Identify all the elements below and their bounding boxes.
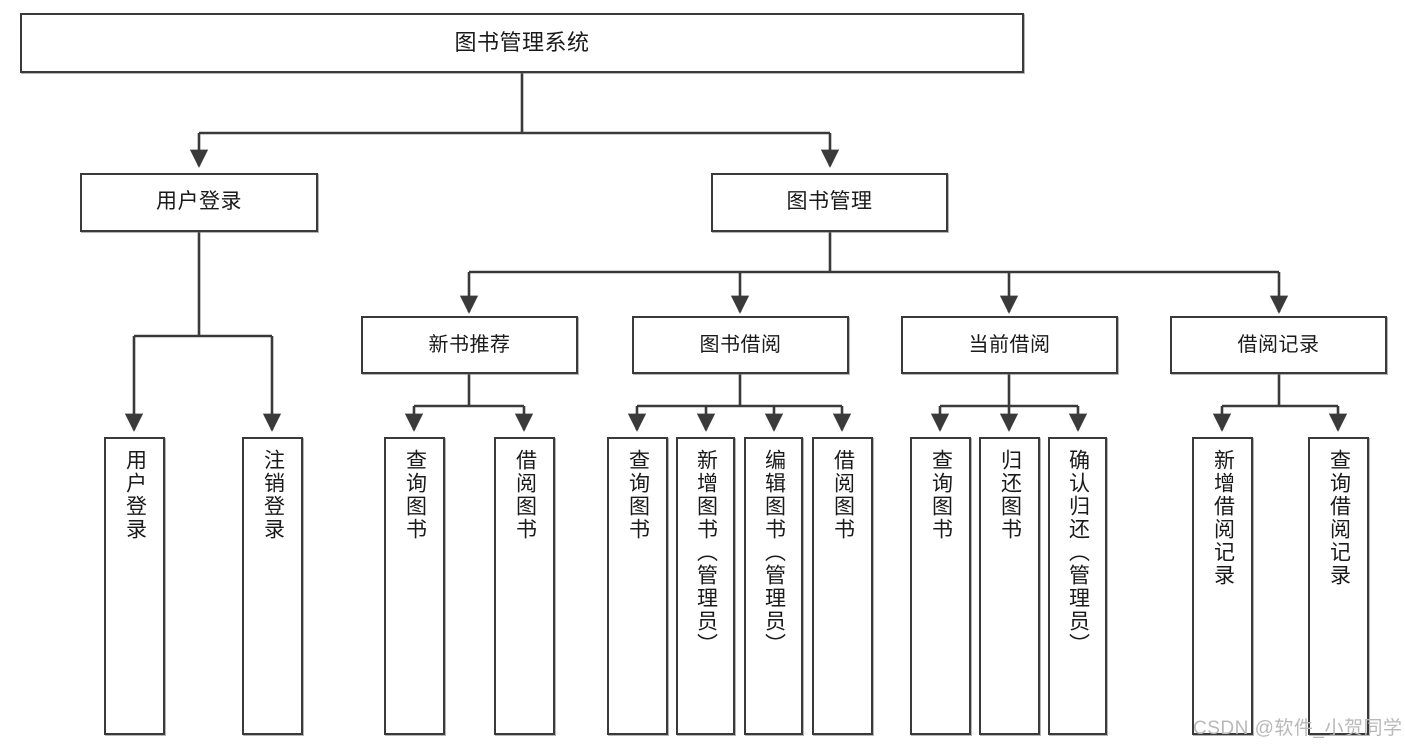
leaf-borrow-add-book[interactable]: 新增图书（管理员） [676, 437, 735, 735]
node-borrow-record[interactable]: 借阅记录 [1170, 316, 1387, 374]
leaf-borrow-edit-book-label: 编辑图书（管理员） [762, 449, 786, 656]
leaf-user-logout-label: 注销登录 [261, 449, 285, 541]
leaf-borrow-query-book-label: 查询图书 [626, 449, 650, 541]
leaf-new-book-query-label: 查询图书 [403, 449, 427, 541]
node-new-book-recommend[interactable]: 新书推荐 [361, 316, 578, 374]
node-borrow-record-label: 借阅记录 [1237, 333, 1320, 356]
leaf-new-book-borrow[interactable]: 借阅图书 [494, 437, 555, 735]
leaf-record-add[interactable]: 新增借阅记录 [1192, 437, 1253, 735]
node-book-manage-label: 图书管理 [786, 190, 873, 214]
leaf-borrow-edit-book[interactable]: 编辑图书（管理员） [744, 437, 803, 735]
node-book-borrow[interactable]: 图书借阅 [632, 316, 849, 374]
leaf-new-book-borrow-label: 借阅图书 [513, 449, 537, 541]
node-root-label: 图书管理系统 [454, 30, 590, 56]
node-user-login[interactable]: 用户登录 [80, 173, 318, 232]
node-book-borrow-label: 图书借阅 [699, 333, 782, 356]
leaf-borrow-borrow-book-label: 借阅图书 [831, 449, 855, 541]
node-current-borrow-label: 当前借阅 [968, 333, 1051, 356]
leaf-user-logout[interactable]: 注销登录 [242, 437, 303, 735]
leaf-borrow-borrow-book[interactable]: 借阅图书 [812, 437, 873, 735]
leaf-record-query[interactable]: 查询借阅记录 [1308, 437, 1369, 735]
leaf-borrow-query-book[interactable]: 查询图书 [607, 437, 668, 735]
leaf-new-book-query[interactable]: 查询图书 [384, 437, 445, 735]
leaf-current-return-book-label: 归还图书 [998, 449, 1022, 541]
leaf-borrow-add-book-label: 新增图书（管理员） [694, 449, 718, 656]
leaf-user-login-label: 用户登录 [123, 449, 147, 541]
node-current-borrow[interactable]: 当前借阅 [901, 316, 1118, 374]
leaf-user-login[interactable]: 用户登录 [104, 437, 165, 735]
node-root[interactable]: 图书管理系统 [20, 13, 1024, 73]
node-new-book-recommend-label: 新书推荐 [428, 333, 511, 356]
node-user-login-label: 用户登录 [156, 190, 242, 214]
leaf-current-query-book[interactable]: 查询图书 [910, 437, 971, 735]
watermark: CSDN @软件_小贺同学 [1193, 718, 1403, 739]
leaf-current-confirm-return[interactable]: 确认归还（管理员） [1048, 437, 1107, 735]
leaf-current-query-book-label: 查询图书 [929, 449, 953, 541]
leaf-current-confirm-return-label: 确认归还（管理员） [1066, 449, 1090, 656]
leaf-record-add-label: 新增借阅记录 [1211, 449, 1235, 587]
leaf-record-query-label: 查询借阅记录 [1327, 449, 1351, 587]
node-book-manage[interactable]: 图书管理 [711, 173, 948, 232]
leaf-current-return-book[interactable]: 归还图书 [979, 437, 1040, 735]
